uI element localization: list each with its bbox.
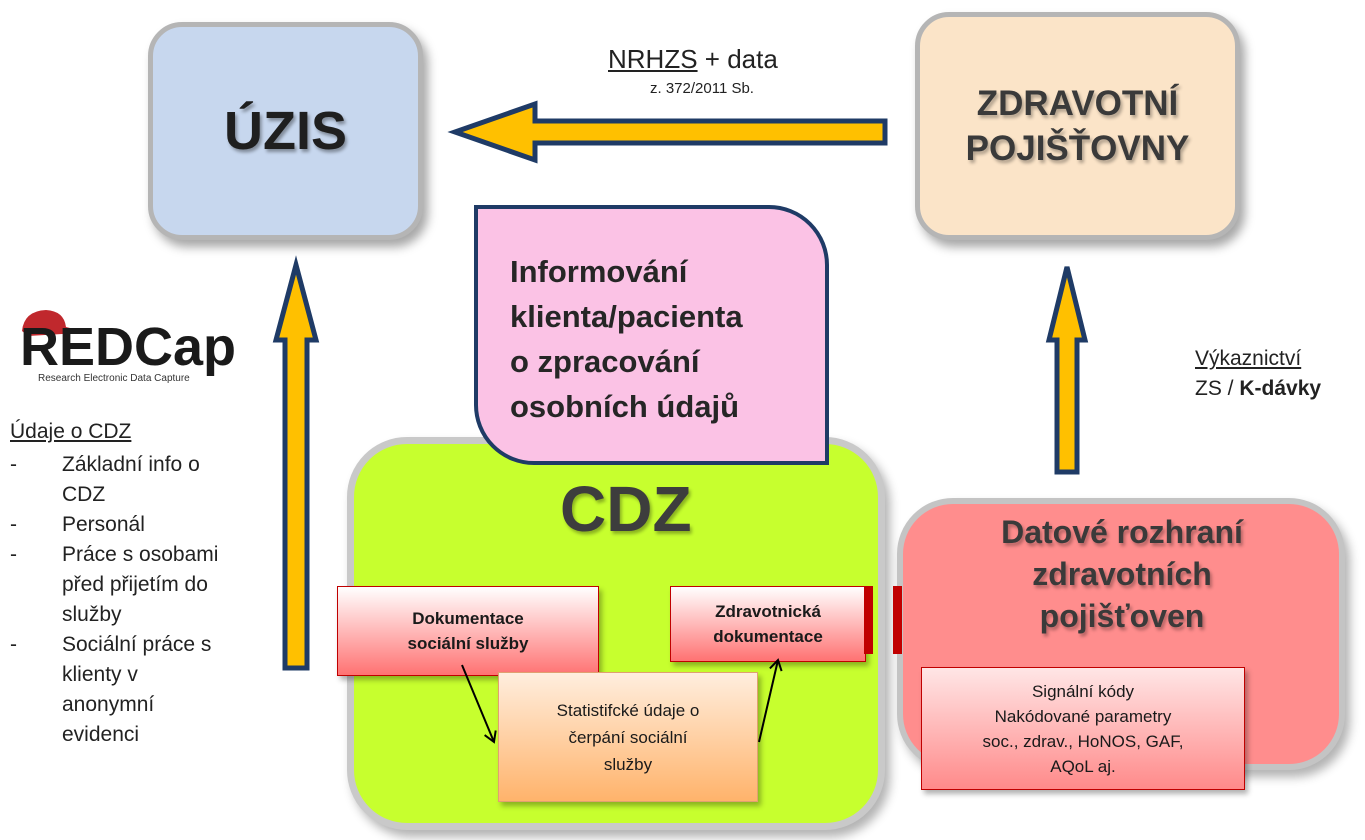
zdr-dok-line-1: Zdravotnická	[715, 602, 821, 621]
udaje-title: Údaje o CDZ	[10, 420, 132, 443]
redcap-name: REDCap	[20, 317, 236, 377]
udaje-list: - Základní info o CDZ - Personál - Práce…	[10, 450, 280, 750]
arrow-up-to-zp	[1045, 266, 1089, 475]
udaje-item-line: Práce s osobami	[62, 543, 219, 566]
udaje-item-prace-s-osobami: - Práce s osobami před přijetím do služb…	[10, 540, 280, 630]
arrow-zp-to-uzis	[447, 100, 888, 164]
udaje-item-personal: - Personál	[10, 510, 280, 540]
sig-line-3: soc., zdrav., HoNOS, GAF,	[982, 731, 1184, 751]
udaje-item-socialni-prace: - Sociální práce s klienty v anonymní ev…	[10, 630, 280, 750]
dr-line-3: pojišťoven	[1039, 598, 1205, 634]
dr-line-1: Datové rozhraní	[1001, 514, 1243, 550]
arrow-dok-to-stat	[461, 664, 497, 744]
zdravotnicka-dokumentace-label: Zdravotnická dokumentace	[713, 599, 823, 649]
udaje-item-line: Personál	[62, 513, 145, 536]
vykaznictvi-label: Výkaznictví ZS / K-dávky	[1195, 344, 1321, 404]
udaje-item-line: služby	[62, 603, 122, 626]
udaje-item-line: anonymní	[62, 693, 155, 716]
dr-line-2: zdravotních	[1032, 556, 1212, 592]
redcap-logo: REDCap Research Electronic Data Capture	[20, 310, 236, 384]
redcap-cap-icon	[22, 310, 74, 336]
datove-rozhrani-label: Datové rozhraní zdravotních pojišťoven	[904, 511, 1340, 637]
zdravotni-pojistovny-box: ZDRAVOTNÍ POJIŠŤOVNY	[915, 12, 1240, 240]
list-dash: -	[10, 633, 17, 656]
nrhzs-text: NRHZS	[608, 44, 698, 74]
connector-bar-right	[893, 586, 902, 654]
informovani-label: Informování klienta/pacienta o zpracován…	[510, 249, 825, 429]
zs-text: ZS /	[1195, 377, 1240, 400]
zdravotnicka-dokumentace-box: Zdravotnická dokumentace	[670, 586, 866, 662]
uzis-box: ÚZIS	[148, 22, 423, 240]
zp-line-2: POJIŠŤOVNY	[965, 129, 1190, 168]
list-dash: -	[10, 453, 17, 476]
list-dash: -	[10, 543, 17, 566]
uzis-label: ÚZIS	[223, 101, 347, 161]
info-line-3: o zpracování	[510, 344, 700, 379]
stat-line-1: Statistifcké údaje o	[556, 700, 700, 720]
udaje-item-line: Sociální práce s	[62, 633, 212, 656]
udaje-item-line: evidenci	[62, 723, 140, 746]
zs-k-davky-line: ZS / K-dávky	[1195, 374, 1321, 404]
dokumentace-socialni-label: Dokumentace sociální služby	[408, 606, 529, 656]
zdr-dok-line-2: dokumentace	[713, 627, 823, 646]
vykaznictvi-text: Výkaznictví	[1195, 347, 1302, 370]
udaje-item-line: před přijetím do	[62, 573, 208, 596]
plus-data-text: + data	[697, 44, 778, 74]
udaje-item-zakladni-info: - Základní info o CDZ	[10, 450, 280, 510]
list-dash: -	[10, 513, 17, 536]
statisticke-udaje-label: Statistifcké údaje o čerpání sociální sl…	[557, 697, 700, 778]
sig-line-4: AQoL aj.	[1050, 756, 1116, 776]
stat-line-3: služby	[603, 754, 653, 774]
dokumentace-socialni-sluzby-box: Dokumentace sociální služby	[337, 586, 599, 676]
arrow-up-to-uzis	[272, 255, 320, 671]
info-line-4: osobních údajů	[510, 389, 740, 424]
dok-soc-line-1: Dokumentace	[412, 609, 524, 628]
zakon-label: z. 372/2011 Sb.	[650, 80, 754, 97]
stat-line-2: čerpání sociální	[568, 727, 688, 747]
info-line-1: Informování	[510, 254, 688, 289]
udaje-item-line: klienty v	[62, 663, 138, 686]
sig-line-2: Nakódované parametry	[994, 706, 1172, 726]
sig-line-1: Signální kódy	[1031, 681, 1135, 701]
dok-soc-line-2: sociální služby	[407, 634, 529, 653]
zp-line-1: ZDRAVOTNÍ	[976, 84, 1179, 123]
info-line-2: klienta/pacienta	[510, 299, 743, 334]
signalni-kody-label: Signální kódy Nakódované parametry soc.,…	[983, 679, 1184, 779]
nrhzs-label: NRHZS + data	[608, 44, 778, 75]
signalni-kody-box: Signální kódy Nakódované parametry soc.,…	[921, 667, 1245, 790]
statisticke-udaje-box: Statistifcké údaje o čerpání sociální sl…	[498, 672, 758, 802]
udaje-item-line: CDZ	[62, 483, 106, 506]
udaje-item-line: Základní info o	[62, 453, 200, 476]
cdz-title: CDZ	[560, 473, 692, 545]
connector-bar-left	[864, 586, 873, 654]
zdravotni-pojistovny-label: ZDRAVOTNÍ POJIŠŤOVNY	[966, 81, 1190, 171]
k-davky-text: K-dávky	[1239, 377, 1322, 400]
redcap-tagline: Research Electronic Data Capture	[38, 373, 190, 384]
arrow-stat-to-zdr	[758, 658, 783, 743]
informovani-box: Informování klienta/pacienta o zpracován…	[474, 205, 829, 465]
